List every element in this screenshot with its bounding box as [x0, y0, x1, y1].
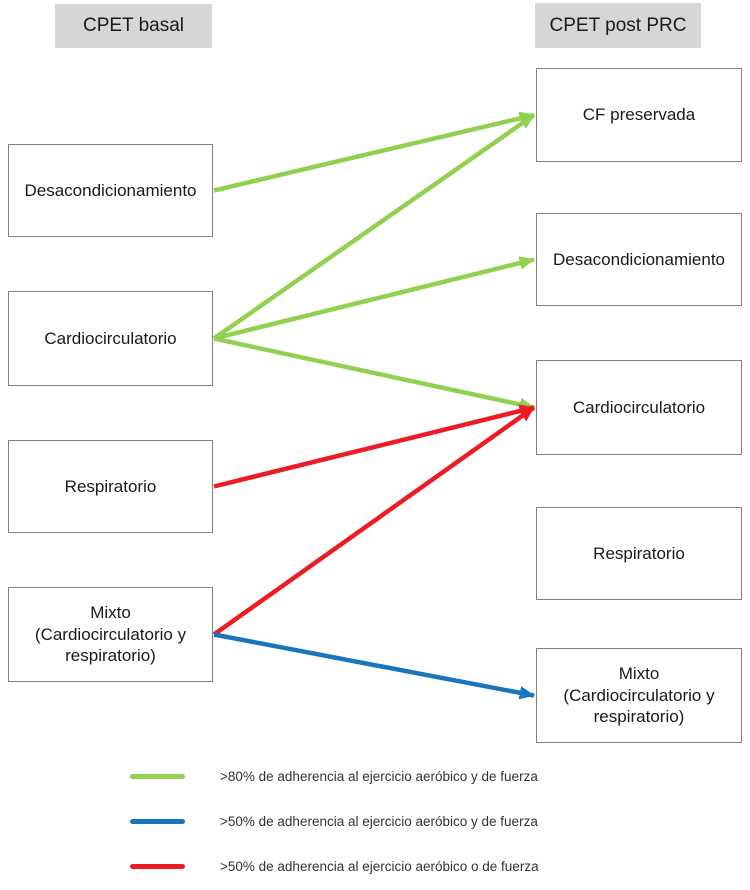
legend-item-blue: >50% de adherencia al ejercicio aeróbico…: [130, 799, 690, 844]
node-basal-mixto: Mixto (Cardiocirculatorio y respiratorio…: [8, 587, 213, 682]
node-label: Cardiocirculatorio: [572, 397, 706, 417]
node-post-desacondicionamiento: Desacondicionamiento: [536, 213, 742, 306]
node-label: Mixto (Cardiocirculatorio y respiratorio…: [563, 663, 715, 727]
node-post-respiratorio: Respiratorio: [536, 507, 742, 600]
legend-line-swatch: [130, 774, 185, 779]
node-basal-cardiocirculatorio: Cardiocirculatorio: [8, 291, 213, 386]
arrow-basal-mixto-to-post-cardiocirculatorio: [212, 405, 536, 637]
arrow-basal-desacondicionamiento-to-post-cf-preservada: [213, 111, 535, 193]
legend-line-swatch: [130, 864, 185, 869]
legend-line-swatch: [130, 819, 185, 824]
node-post-mixto: Mixto (Cardiocirculatorio y respiratorio…: [536, 648, 742, 743]
node-label: CF preservada: [582, 105, 696, 125]
column-header-cpet-basal: CPET basal: [55, 4, 212, 48]
node-label: Mixto (Cardiocirculatorio y respiratorio…: [34, 602, 187, 666]
node-label: Respiratorio: [593, 543, 685, 563]
arrow-basal-cardiocirculatorio-to-post-cardiocirculatorio: [213, 336, 535, 412]
legend-item-red: >50% de adherencia al ejercicio aeróbico…: [130, 844, 690, 889]
legend-label: >50% de adherencia al ejercicio aeróbico…: [220, 814, 538, 829]
legend-item-green: >80% de adherencia al ejercicio aeróbico…: [130, 754, 690, 799]
node-post-cardiocirculatorio: Cardiocirculatorio: [536, 360, 742, 455]
arrow-basal-mixto-to-post-mixto: [213, 632, 535, 700]
column-header-cpet-post-prc: CPET post PRC: [535, 3, 701, 48]
node-label: Desacondicionamiento: [553, 249, 725, 269]
legend-label: >50% de adherencia al ejercicio aeróbico…: [220, 859, 539, 874]
legend: >80% de adherencia al ejercicio aeróbico…: [130, 754, 690, 889]
arrow-basal-cardiocirculatorio-to-post-desacondicionamiento: [213, 256, 535, 341]
node-label: Desacondicionamiento: [24, 180, 197, 200]
node-post-cf-preservada: CF preservada: [536, 68, 742, 162]
node-label: Cardiocirculatorio: [44, 328, 177, 348]
node-basal-desacondicionamiento: Desacondicionamiento: [8, 144, 213, 237]
arrow-basal-respiratorio-to-post-cardiocirculatorio: [213, 404, 535, 489]
node-basal-respiratorio: Respiratorio: [8, 440, 213, 533]
node-label: Respiratorio: [64, 476, 157, 496]
arrow-basal-cardiocirculatorio-to-post-cf-preservada: [212, 113, 536, 341]
legend-label: >80% de adherencia al ejercicio aeróbico…: [220, 769, 538, 784]
